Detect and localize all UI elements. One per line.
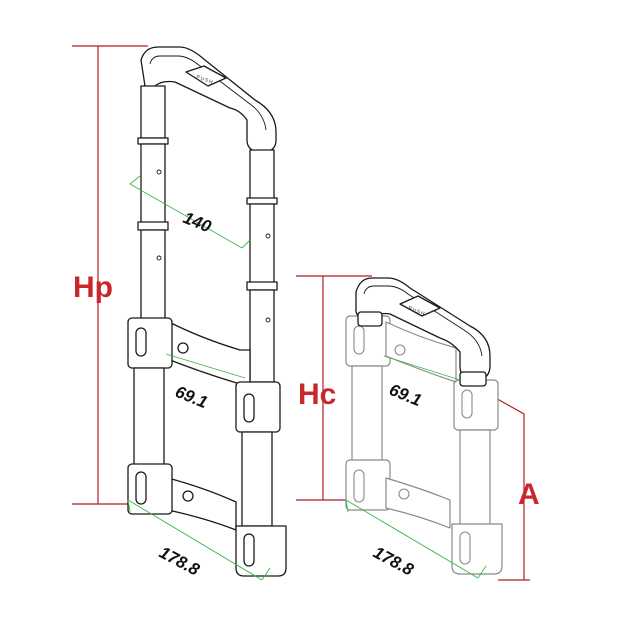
spacing-140-label: 140 (181, 208, 215, 236)
left-upper-tube (137, 85, 169, 321)
collapsed-back-body (345, 315, 503, 575)
bottom-brace (127, 463, 287, 577)
lower-tubes (133, 367, 273, 527)
hc-dimension-line (296, 275, 372, 501)
collapsed-top-grip: PUSH (355, 277, 491, 387)
collapsed-handle: Hc A PUSH (296, 275, 540, 581)
middle-brace (127, 317, 281, 433)
inner-width-label: 69.1 (173, 382, 211, 412)
hp-dimension-line (72, 45, 148, 505)
collapsed-base-width-label: 178.8 (370, 543, 417, 580)
hp-label: Hp (73, 271, 113, 304)
hc-label: Hc (298, 378, 336, 411)
collapsed-green-lines (345, 355, 487, 579)
extended-handle: Hp PUSH (72, 45, 287, 581)
collapsed-inner-width-label: 69.1 (387, 380, 425, 410)
a-label: A (518, 478, 540, 511)
push-label: PUSH (195, 74, 214, 86)
green-dimension-lines (127, 175, 271, 581)
base-width-label: 178.8 (156, 543, 203, 580)
right-upper-tube (246, 149, 278, 383)
